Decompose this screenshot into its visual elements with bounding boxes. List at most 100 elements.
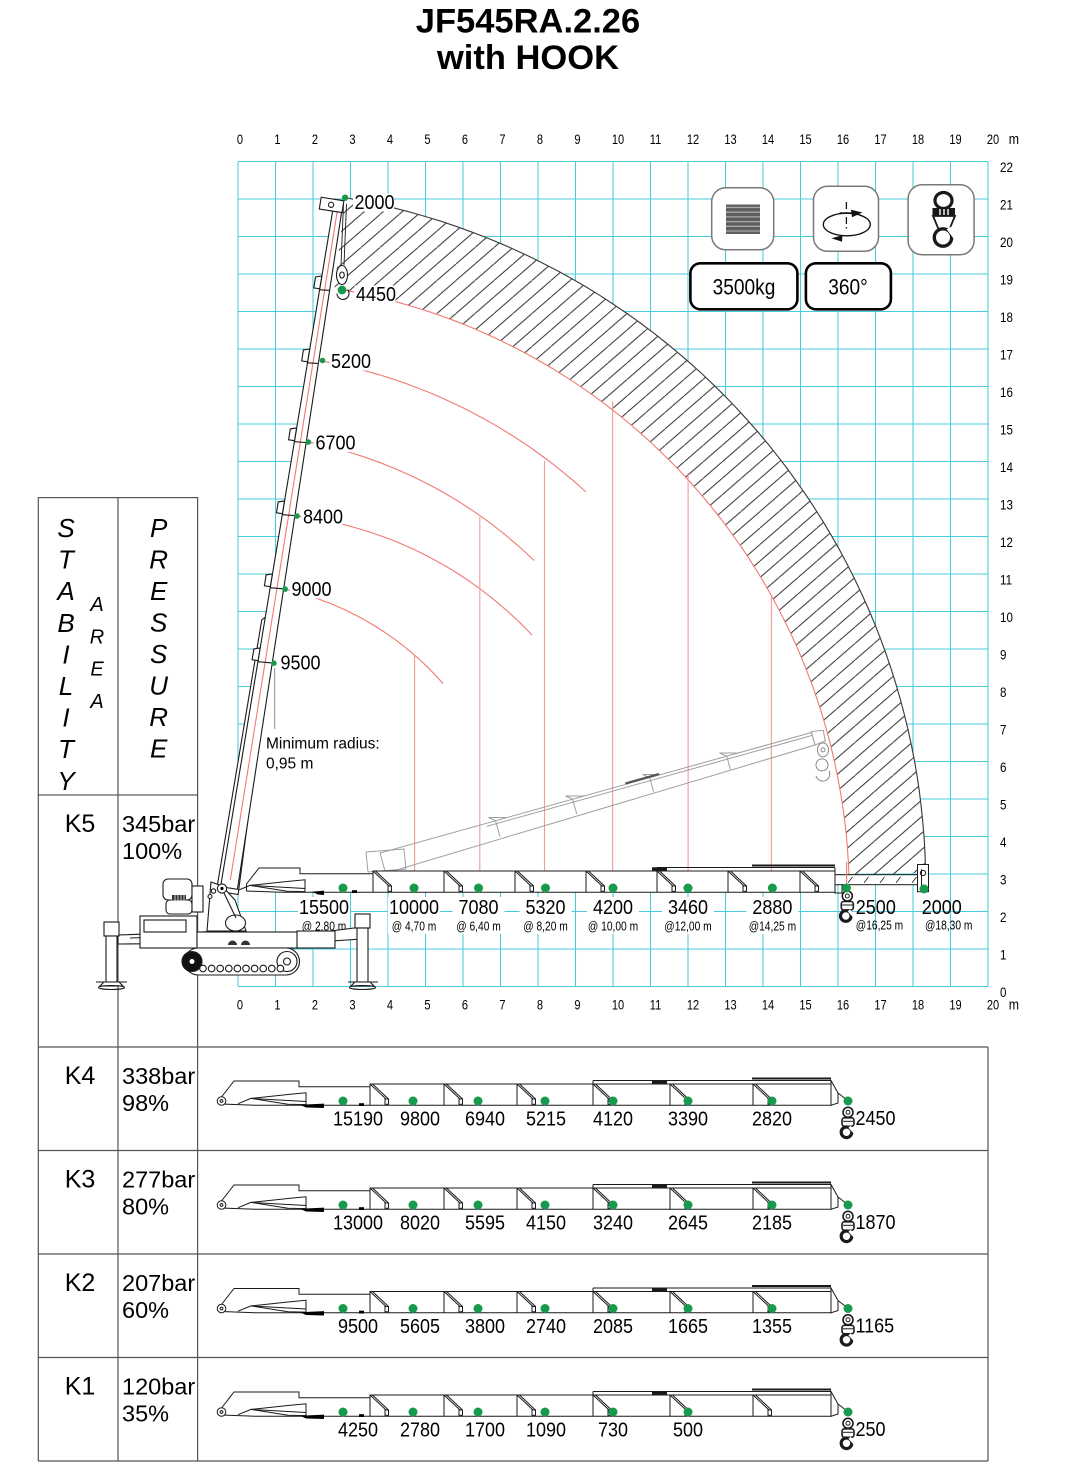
svg-text:7: 7 [1000, 721, 1006, 737]
svg-text:2000: 2000 [355, 192, 395, 214]
svg-text:@16,25 m: @16,25 m [856, 920, 903, 933]
svg-text:9500: 9500 [338, 1316, 378, 1338]
svg-text:3800: 3800 [465, 1316, 505, 1338]
svg-text:T: T [58, 545, 76, 575]
svg-text:@18,30 m: @18,30 m [925, 920, 972, 933]
svg-text:120bar: 120bar [122, 1374, 195, 1400]
svg-text:7: 7 [499, 132, 505, 147]
svg-text:9000: 9000 [292, 579, 332, 601]
svg-text:3: 3 [349, 132, 355, 147]
svg-text:12: 12 [687, 132, 699, 147]
svg-text:21: 21 [1000, 196, 1013, 212]
svg-text:@14,25 m: @14,25 m [749, 921, 796, 934]
svg-text:19: 19 [949, 132, 961, 147]
svg-text:18: 18 [912, 997, 924, 1012]
svg-text:18: 18 [912, 132, 924, 147]
svg-text:2: 2 [312, 132, 318, 147]
svg-text:2740: 2740 [526, 1316, 566, 1338]
svg-text:98%: 98% [122, 1090, 169, 1116]
svg-text:I: I [62, 639, 69, 669]
svg-text:6: 6 [1000, 759, 1006, 775]
svg-text:9: 9 [574, 997, 580, 1012]
svg-text:2000: 2000 [922, 897, 962, 919]
svg-text:m: m [1009, 131, 1019, 147]
svg-text:2645: 2645 [668, 1213, 708, 1235]
svg-text:207bar: 207bar [122, 1270, 195, 1296]
svg-text:5200: 5200 [331, 351, 371, 373]
svg-text:E: E [150, 576, 168, 606]
svg-text:P: P [150, 513, 168, 543]
svg-text:15: 15 [799, 997, 811, 1012]
svg-text:11: 11 [650, 132, 662, 147]
svg-text:2500: 2500 [856, 897, 896, 919]
svg-text:16: 16 [837, 997, 849, 1012]
svg-text:K4: K4 [65, 1062, 96, 1090]
svg-text:345bar: 345bar [122, 811, 195, 837]
svg-text:5215: 5215 [526, 1109, 566, 1131]
svg-text:A: A [89, 691, 103, 713]
svg-text:14: 14 [762, 997, 774, 1012]
svg-text:2780: 2780 [400, 1420, 440, 1442]
svg-text:5: 5 [424, 132, 430, 147]
svg-text:19: 19 [949, 997, 961, 1012]
svg-text:13000: 13000 [333, 1213, 383, 1235]
svg-text:1165: 1165 [856, 1316, 895, 1338]
svg-text:16: 16 [1000, 384, 1013, 400]
svg-text:17: 17 [1000, 346, 1013, 362]
svg-text:3: 3 [1000, 871, 1006, 887]
svg-text:1090: 1090 [526, 1420, 566, 1442]
svg-text:13: 13 [1000, 496, 1013, 512]
svg-text:9: 9 [1000, 646, 1006, 662]
svg-text:7080: 7080 [458, 897, 498, 919]
svg-text:0: 0 [237, 997, 243, 1012]
svg-text:4120: 4120 [593, 1109, 633, 1131]
svg-text:L: L [59, 671, 73, 701]
svg-text:U: U [149, 671, 168, 701]
svg-text:2085: 2085 [593, 1316, 633, 1338]
svg-text:4150: 4150 [526, 1213, 566, 1235]
svg-text:2: 2 [312, 997, 318, 1012]
svg-text:5605: 5605 [400, 1316, 440, 1338]
svg-text:8: 8 [537, 997, 543, 1012]
svg-text:5: 5 [424, 997, 430, 1012]
svg-text:A: A [55, 576, 74, 606]
svg-text:E: E [90, 659, 104, 681]
svg-text:K2: K2 [65, 1269, 96, 1297]
svg-text:8400: 8400 [303, 507, 343, 529]
svg-text:20: 20 [987, 132, 999, 147]
svg-text:2880: 2880 [752, 897, 792, 919]
svg-text:3: 3 [349, 997, 355, 1012]
svg-text:K3: K3 [65, 1166, 96, 1194]
svg-text:R: R [90, 626, 104, 648]
svg-text:4: 4 [1000, 834, 1006, 850]
svg-text:60%: 60% [122, 1297, 169, 1323]
svg-text:15: 15 [799, 132, 811, 147]
svg-text:B: B [57, 608, 74, 638]
svg-text:6940: 6940 [465, 1109, 505, 1131]
svg-text:15: 15 [1000, 421, 1013, 437]
svg-text:9: 9 [574, 132, 580, 147]
svg-text:A: A [89, 594, 103, 616]
svg-text:@ 8,20 m: @ 8,20 m [523, 921, 568, 934]
svg-text:1665: 1665 [668, 1316, 708, 1338]
svg-text:10: 10 [612, 132, 624, 147]
svg-text:T: T [58, 734, 76, 764]
svg-text:10000: 10000 [389, 897, 439, 919]
svg-text:2: 2 [1000, 909, 1006, 925]
svg-text:11: 11 [1000, 571, 1012, 587]
svg-text:1: 1 [274, 132, 280, 147]
svg-text:17: 17 [874, 997, 886, 1012]
svg-text:5: 5 [1000, 796, 1006, 812]
svg-text:I: I [62, 703, 69, 733]
svg-text:18: 18 [1000, 309, 1013, 325]
svg-text:JF545RA.2.26: JF545RA.2.26 [416, 3, 640, 41]
svg-text:12: 12 [1000, 534, 1013, 550]
svg-text:3390: 3390 [668, 1109, 708, 1131]
svg-text:11: 11 [650, 997, 662, 1012]
svg-text:6: 6 [462, 132, 468, 147]
svg-text:1870: 1870 [856, 1212, 896, 1234]
svg-text:S: S [150, 608, 168, 638]
svg-text:250: 250 [856, 1419, 886, 1441]
svg-text:15500: 15500 [299, 897, 349, 919]
svg-text:13: 13 [724, 997, 736, 1012]
